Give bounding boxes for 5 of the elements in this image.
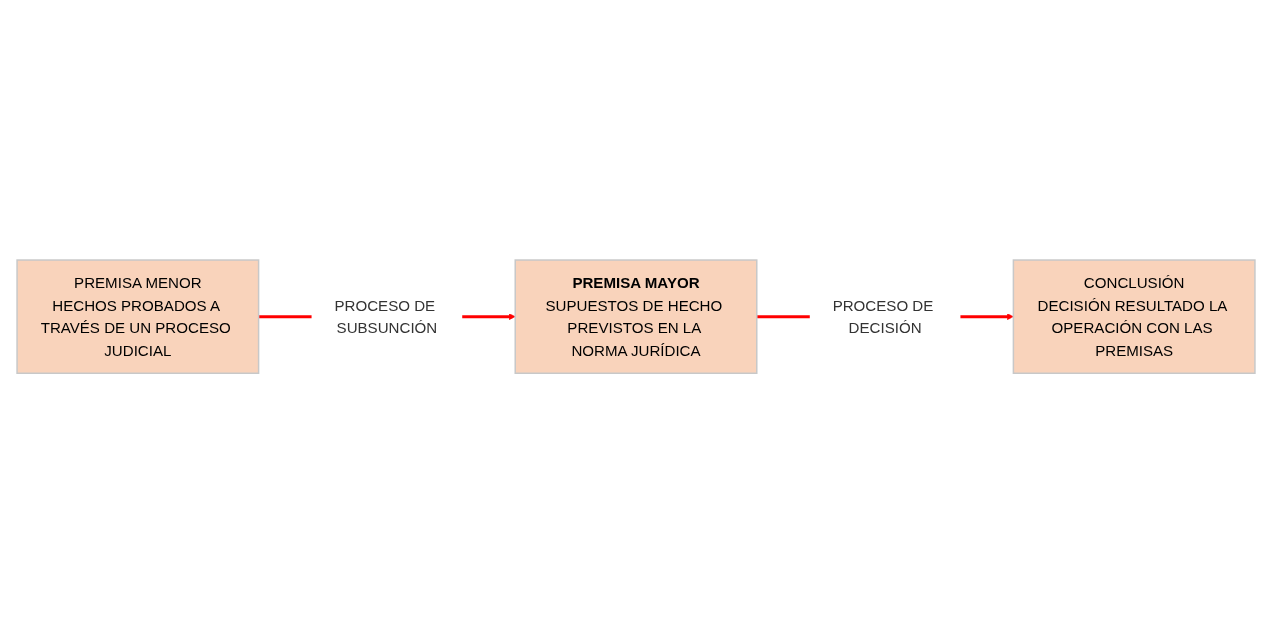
node-box: PREMISA MENOR HECHOS PROBADOS A TRAVÉS DE UN PROCESO JUDICIAL — [16, 259, 260, 374]
edge-label: PROCESO DE DECISIÓN — [832, 296, 934, 337]
node-box: PREMISA MAYOR SUPUESTOS DE HECHO PREVISTOS EN LA NORMA JURÍDICA — [514, 259, 758, 374]
node-box: CONCLUSIÓN DECISIÓN RESULTADO LA OPERACIÓN CON LAS PREMISAS — [1012, 259, 1256, 374]
edge-label: PROCESO DE SUBSUNCIÓN — [334, 296, 438, 337]
